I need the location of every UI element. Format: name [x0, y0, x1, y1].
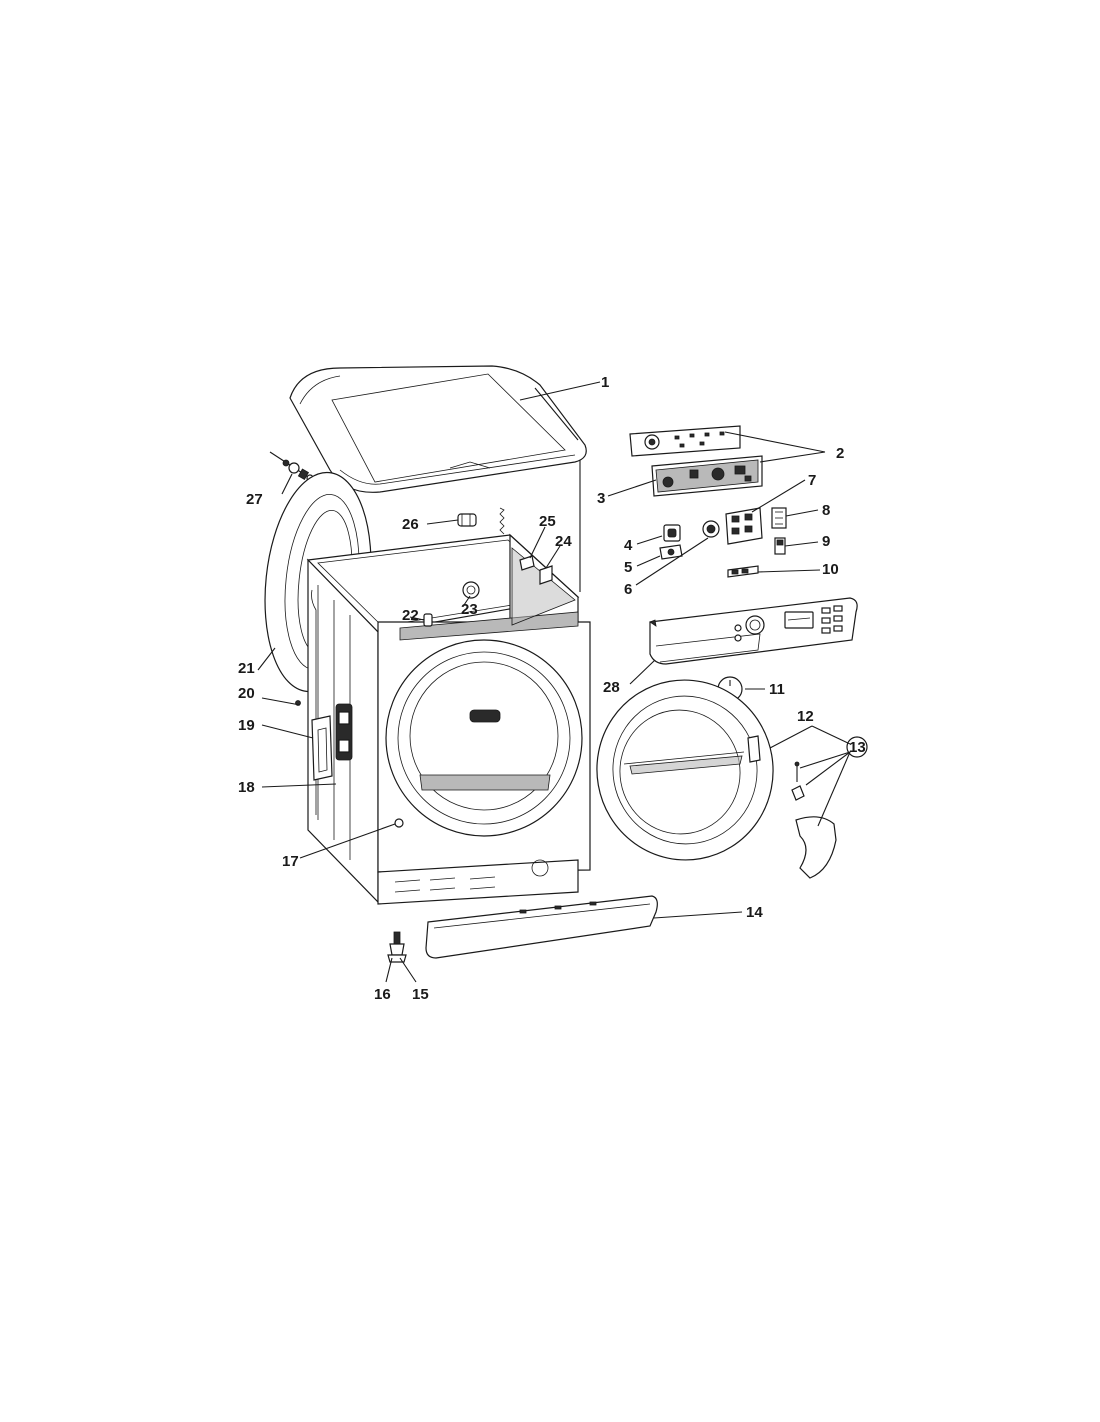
internal-parts	[423, 507, 553, 627]
hinge-hardware	[295, 700, 404, 828]
callout-24: 24	[555, 533, 572, 550]
callout-1: 1	[601, 374, 609, 391]
switch-modules	[659, 507, 787, 578]
callout-26: 26	[402, 516, 419, 533]
callout-2: 2	[836, 445, 844, 462]
top-cover	[289, 365, 587, 493]
callout-7: 7	[808, 472, 816, 489]
callout-15: 15	[412, 986, 429, 1003]
callout-3: 3	[597, 490, 605, 507]
callout-18: 18	[238, 779, 255, 796]
callout-21: 21	[238, 660, 255, 677]
plinth-panel	[425, 895, 658, 959]
callout-14: 14	[746, 904, 763, 921]
inlet-valve-part	[269, 451, 317, 483]
callout-28: 28	[603, 679, 620, 696]
callout-6: 6	[624, 581, 632, 598]
callout-23: 23	[461, 601, 478, 618]
callout-27: 27	[246, 491, 263, 508]
adjustable-foot	[387, 931, 407, 963]
door-assembly	[596, 679, 774, 861]
callout-10: 10	[822, 561, 839, 578]
callout-22: 22	[402, 607, 419, 624]
callout-11: 11	[769, 681, 785, 698]
callout-9: 9	[822, 533, 830, 550]
callout-16: 16	[374, 986, 391, 1003]
cabinet-body	[306, 387, 591, 905]
callout-19: 19	[238, 717, 255, 734]
callout-5: 5	[624, 559, 632, 576]
callout-25: 25	[539, 513, 556, 530]
callout-12: 12	[797, 708, 814, 725]
callout-8: 8	[822, 502, 830, 519]
callout-labels: 1 2 3 4 5 6 7 8 9 10 11 12 13 14 15 16 1…	[238, 374, 866, 1003]
callout-4: 4	[624, 537, 633, 554]
callout-17: 17	[282, 853, 299, 870]
control-panel-fascia	[649, 597, 858, 665]
door-handle-kit	[791, 736, 868, 879]
callout-13: 13	[849, 739, 866, 756]
electronic-boards	[629, 425, 763, 497]
leader-lines	[257, 381, 851, 983]
callout-20: 20	[238, 685, 255, 702]
